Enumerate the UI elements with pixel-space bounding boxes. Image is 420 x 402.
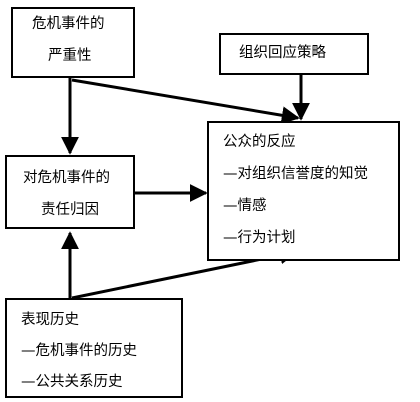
arrow-severity-to-public [71,78,300,125]
public-line-4: —行为计划 [223,230,296,246]
strategy-box: 组织回应策略 [219,33,369,75]
history-line-1: 表现历史 [21,312,79,328]
public-line-1: 公众的反应 [223,134,296,150]
history-line-3: —公共关系历史 [21,374,123,390]
history-box: 表现历史 —危机事件的历史 —公共关系历史 [5,298,183,398]
severity-box: 危机事件的 严重性 [11,7,135,78]
severity-line-1: 危机事件的 [32,16,105,32]
public-line-3: —情感 [223,198,267,214]
public-line-2: —对组织信誉度的知觉 [223,166,368,182]
strategy-line-1: 组织回应策略 [239,45,326,61]
severity-line-2: 严重性 [48,48,92,64]
public-reaction-box: 公众的反应 —对组织信誉度的知觉 —情感 —行为计划 [207,121,400,261]
attribution-line-1: 对危机事件的 [23,170,110,186]
attribution-box: 对危机事件的 责任归因 [5,155,135,229]
attribution-line-2: 责任归因 [41,202,99,218]
history-line-2: —危机事件的历史 [21,343,137,359]
